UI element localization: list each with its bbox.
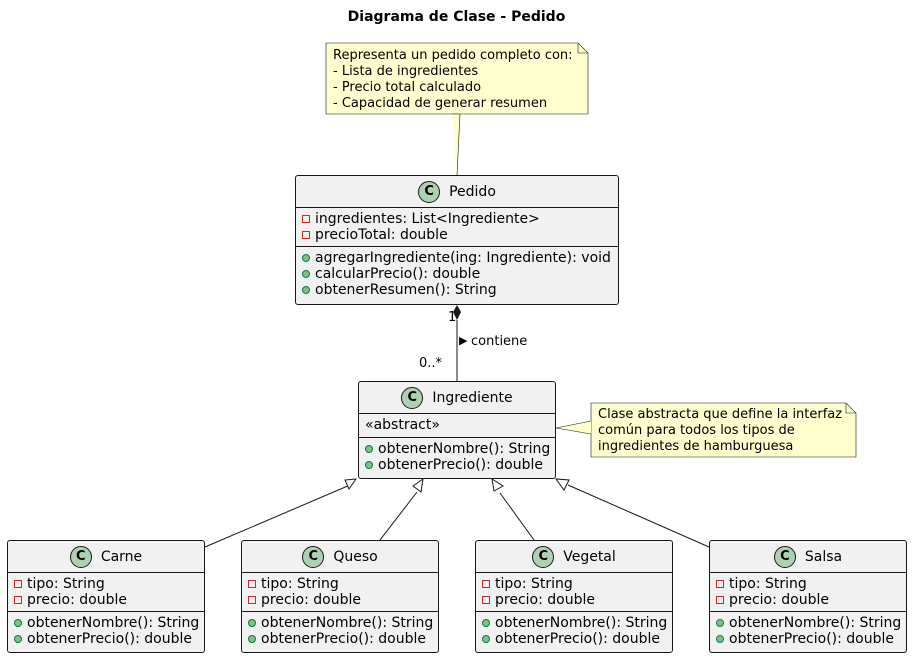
private-icon <box>248 596 256 604</box>
private-icon <box>716 580 724 588</box>
public-icon <box>365 445 373 453</box>
methods-section: obtenerNombre(): String obtenerPrecio():… <box>242 611 438 650</box>
inheritance-arrow-carne <box>344 478 358 491</box>
method-row: obtenerPrecio(): double <box>365 457 549 473</box>
method-row: obtenerNombre(): String <box>365 441 550 457</box>
class-name: Vegetal <box>563 548 616 565</box>
attributes-section: tipo: String precio: double <box>242 572 438 611</box>
multiplicity-whole: 1 <box>448 310 457 325</box>
inheritance-line-vegetal <box>499 492 535 541</box>
private-icon <box>14 596 22 604</box>
method-row: obtenerPrecio(): double <box>482 631 666 647</box>
class-name: Salsa <box>804 548 843 565</box>
private-icon <box>302 231 310 239</box>
method-row: agregarIngrediente(ing: Ingrediente): vo… <box>302 250 612 266</box>
public-icon <box>482 619 490 627</box>
class-icon: C <box>532 545 555 568</box>
methods-section: obtenerNombre(): String obtenerPrecio():… <box>476 611 672 650</box>
stereotype: «abstract» <box>365 417 440 433</box>
private-icon <box>248 580 256 588</box>
note-pedido-connector <box>452 113 461 176</box>
methods-section: obtenerNombre(): String obtenerPrecio():… <box>710 611 906 650</box>
public-icon <box>716 619 724 627</box>
attribute-row: precio: double <box>14 592 198 608</box>
stereotype-section: «abstract» <box>359 413 555 437</box>
private-icon <box>14 580 22 588</box>
note-pedido-shape <box>325 42 589 115</box>
class-vegetal[interactable]: C Vegetal tipo: String precio: double ob… <box>475 540 673 653</box>
class-queso[interactable]: C Queso tipo: String precio: double obte… <box>241 540 439 653</box>
attributes-section: tipo: String precio: double <box>710 572 906 611</box>
public-icon <box>302 254 310 262</box>
method-row: obtenerResumen(): String <box>302 282 612 298</box>
method-row: obtenerPrecio(): double <box>14 631 198 647</box>
association-label: contiene <box>471 334 528 349</box>
note-ingrediente-text: Clase abstracta que define la interfaz c… <box>598 407 843 454</box>
attribute-row: tipo: String <box>716 576 900 592</box>
attribute-row: precio: double <box>482 592 666 608</box>
public-icon <box>14 619 22 627</box>
direction-arrow-icon: ▶ <box>459 334 468 347</box>
inheritance-line-carne <box>204 484 351 548</box>
class-icon: C <box>418 180 441 203</box>
attributes-section: ingredientes: List<Ingrediente> precioTo… <box>296 207 618 246</box>
public-icon <box>365 461 373 469</box>
class-salsa[interactable]: C Salsa tipo: String precio: double obte… <box>709 540 907 653</box>
class-carne[interactable]: C Carne tipo: String precio: double obte… <box>7 540 205 653</box>
note-pedido-text: Representa un pedido completo con: - Lis… <box>333 48 573 111</box>
method-row: obtenerNombre(): String <box>482 615 667 631</box>
class-icon: C <box>302 545 325 568</box>
private-icon <box>716 596 724 604</box>
attribute-row: precio: double <box>716 592 900 608</box>
inheritance-arrow-queso <box>412 477 424 493</box>
public-icon <box>302 286 310 294</box>
attribute-row: tipo: String <box>248 576 432 592</box>
inheritance-line-queso <box>379 491 418 541</box>
method-row: calcularPrecio(): double <box>302 266 612 282</box>
method-row: obtenerPrecio(): double <box>248 631 432 647</box>
class-icon: C <box>401 386 424 409</box>
method-row: obtenerNombre(): String <box>14 615 199 631</box>
class-name: Queso <box>333 548 378 565</box>
class-icon: C <box>773 545 796 568</box>
inheritance-line-salsa <box>567 484 710 548</box>
method-row: obtenerNombre(): String <box>248 615 433 631</box>
class-name: Pedido <box>449 183 496 200</box>
note-ingrediente-connector <box>555 420 592 435</box>
methods-section: obtenerNombre(): String obtenerPrecio():… <box>359 437 555 476</box>
class-ingrediente[interactable]: C Ingrediente «abstract» obtenerNombre()… <box>358 381 556 479</box>
private-icon <box>482 580 490 588</box>
attributes-section: tipo: String precio: double <box>476 572 672 611</box>
diagram-title: Diagrama de Clase - Pedido <box>347 9 566 25</box>
method-row: obtenerPrecio(): double <box>716 631 900 647</box>
multiplicity-part: 0..* <box>419 356 443 371</box>
composition-diamond <box>453 305 461 320</box>
inheritance-arrow-vegetal <box>491 477 504 492</box>
public-icon <box>248 635 256 643</box>
inheritance-arrow-salsa <box>554 478 570 491</box>
public-icon <box>482 635 490 643</box>
methods-section: obtenerNombre(): String obtenerPrecio():… <box>8 611 204 650</box>
public-icon <box>302 270 310 278</box>
public-icon <box>14 635 22 643</box>
attribute-row: tipo: String <box>482 576 666 592</box>
class-name: Carne <box>100 548 143 565</box>
methods-section: agregarIngrediente(ing: Ingrediente): vo… <box>296 246 618 301</box>
attribute-row: precio: double <box>248 592 432 608</box>
class-icon: C <box>69 545 92 568</box>
note-ingrediente-shape <box>590 402 857 458</box>
class-pedido[interactable]: C Pedido ingredientes: List<Ingrediente>… <box>295 175 619 305</box>
class-name: Ingrediente <box>432 389 513 406</box>
attribute-row: tipo: String <box>14 576 198 592</box>
private-icon <box>482 596 490 604</box>
attributes-section: tipo: String precio: double <box>8 572 204 611</box>
public-icon <box>248 619 256 627</box>
attribute-row: ingredientes: List<Ingrediente> <box>302 211 612 227</box>
attribute-row: precioTotal: double <box>302 227 612 243</box>
public-icon <box>716 635 724 643</box>
method-row: obtenerNombre(): String <box>716 615 901 631</box>
private-icon <box>302 215 310 223</box>
